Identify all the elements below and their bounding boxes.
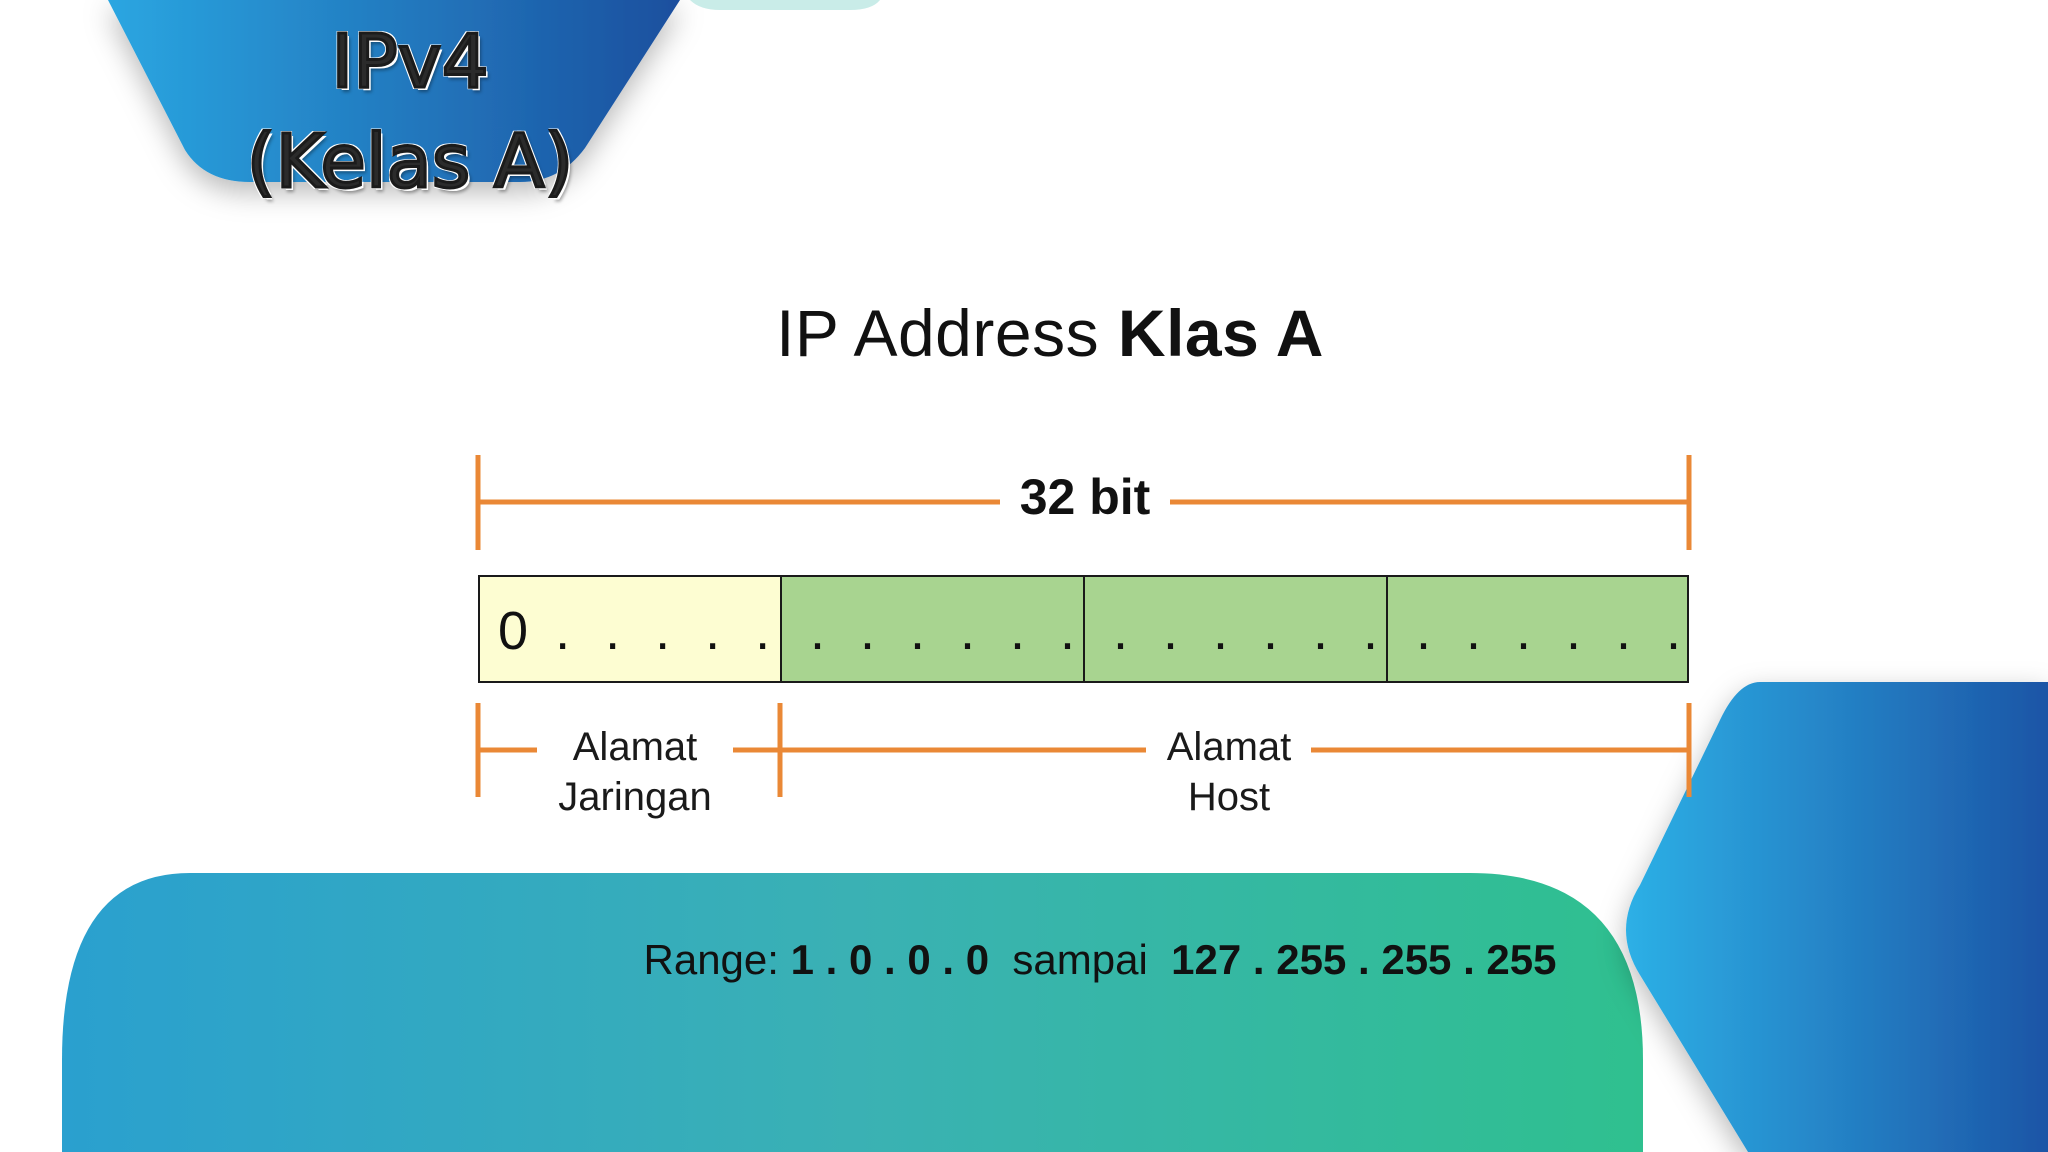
host-address-label-line1: Alamat [1166, 725, 1292, 769]
top-sliver-shape [690, 0, 880, 10]
range-middle: sampai [1012, 936, 1148, 983]
octet-1-network: 0 . . . . . . . [478, 575, 782, 683]
page-title-bold: Klas A [1117, 296, 1324, 370]
octet-4-dots: . . . . . . . . [1416, 601, 1689, 661]
octet-1-leading-bit: 0 [498, 601, 529, 661]
octet-4-host: . . . . . . . . [1386, 575, 1689, 683]
bottom-band-shape [62, 873, 1643, 1152]
header-badge-shape [108, 0, 680, 182]
header-title-line2: (Kelas A) [245, 118, 575, 207]
octet-2-dots: . . . . . . . . [810, 601, 1085, 661]
octet-1-dots: . . . . . . . [555, 601, 781, 661]
range-prefix: Range: [643, 936, 779, 983]
header-title-line1: IPv4 [330, 18, 490, 107]
range-start: 1 . 0 . 0 . 0 [790, 936, 990, 983]
range-end: 127 . 255 . 255 . 255 [1171, 936, 1557, 983]
octet-3-dots: . . . . . . . . [1113, 601, 1388, 661]
page-title: IP Address Klas A [600, 295, 1500, 371]
total-bits-label: 32 bit [1000, 468, 1170, 526]
page-title-normal: IP Address [776, 296, 1118, 370]
network-address-label-line1: Alamat [572, 725, 698, 769]
octet-2-host: . . . . . . . . [780, 575, 1085, 683]
right-hexagon-shape [1626, 682, 2048, 1152]
network-address-label: Alamat Jaringan [540, 722, 730, 822]
host-address-label: Alamat Host [1150, 722, 1308, 822]
octet-3-host: . . . . . . . . [1083, 575, 1388, 683]
network-address-label-line2: Jaringan [558, 775, 712, 819]
header-title: IPv4 (Kelas A) [230, 12, 590, 212]
host-address-label-line2: Host [1187, 775, 1271, 819]
range-text: Range: 1 . 0 . 0 . 0 sampai 127 . 255 . … [560, 936, 1640, 984]
